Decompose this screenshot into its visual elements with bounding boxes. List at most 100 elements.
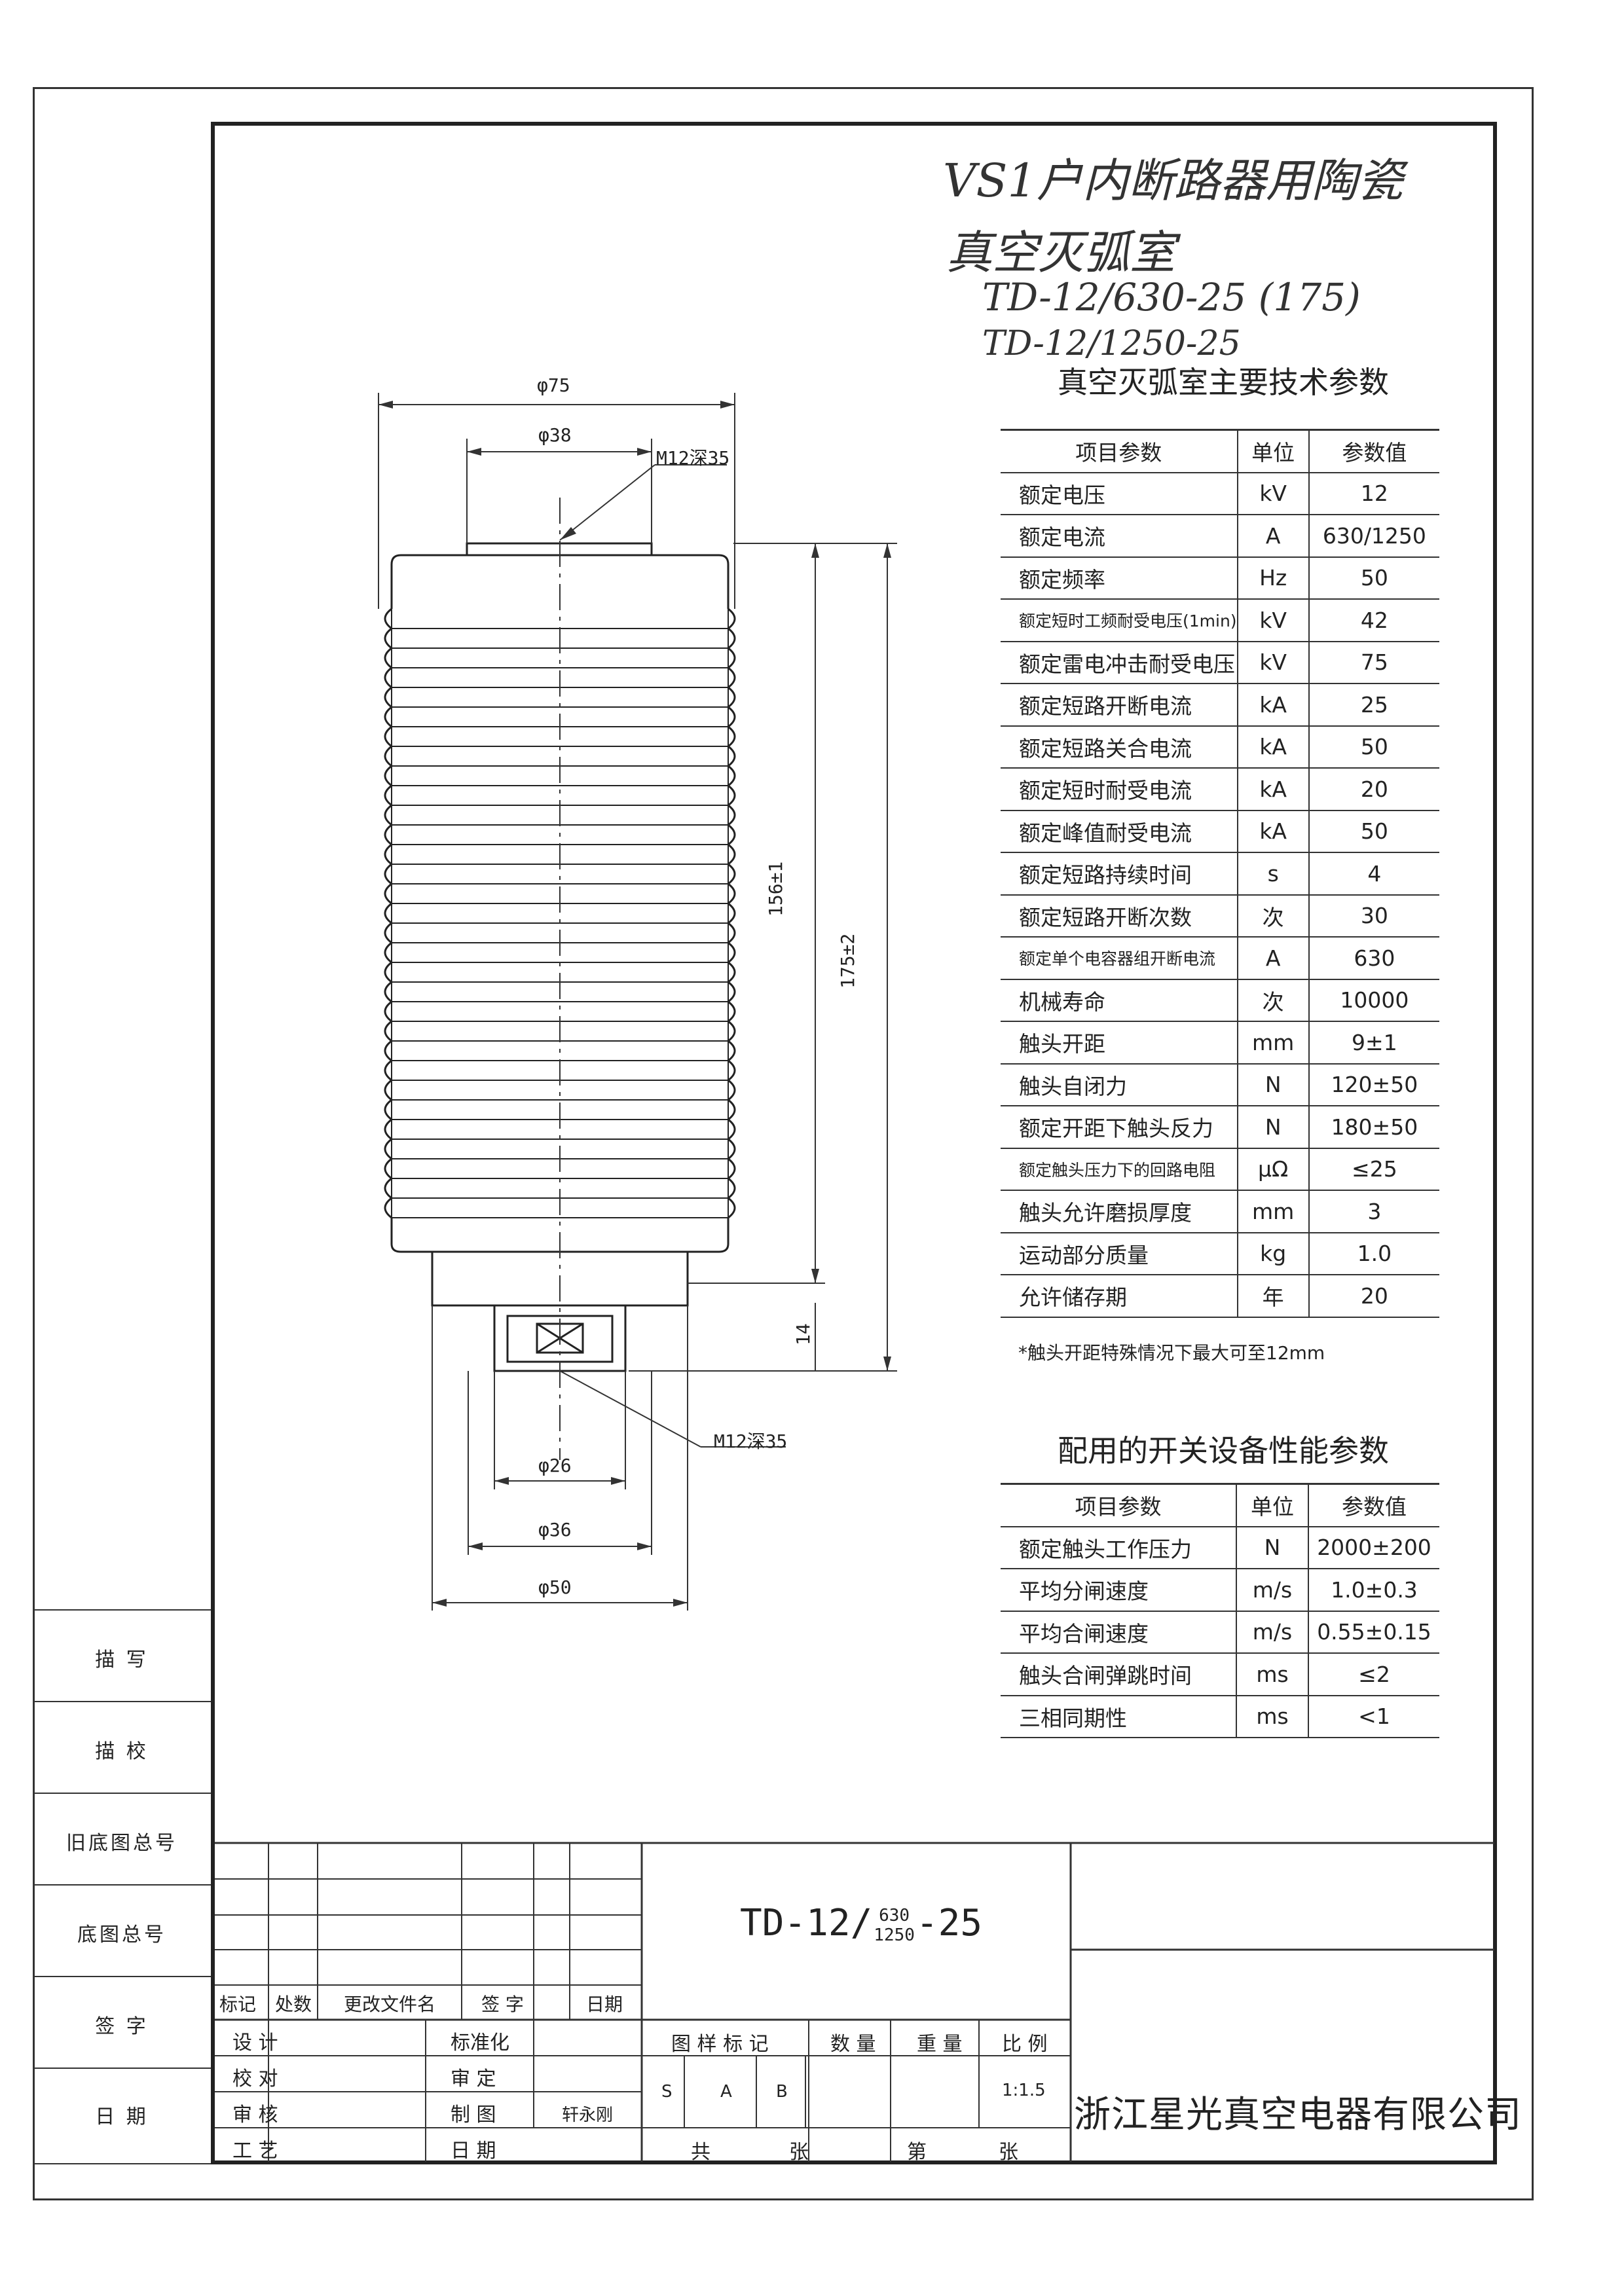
spec-cell-value: 75 bbox=[1308, 641, 1439, 684]
side-label-base-number: 底图总号 bbox=[77, 1923, 166, 1946]
spec-header-value: 参数值 bbox=[1308, 429, 1439, 473]
switch-cell-value: ≤2 bbox=[1308, 1653, 1439, 1696]
spec-cell-param: 运动部分质量 bbox=[1001, 1232, 1238, 1275]
body-left-profile bbox=[384, 608, 394, 1219]
stage-b: B bbox=[776, 2082, 788, 2102]
model-prefix: TD-12/ bbox=[740, 1902, 873, 1944]
label-audit: 审 核 bbox=[232, 2104, 278, 2126]
side-label-old-base-number: 旧底图总号 bbox=[66, 1832, 177, 1855]
spec-cell-value: 12 bbox=[1308, 472, 1439, 515]
label-check: 校 对 bbox=[232, 2068, 278, 2090]
side-label-signature: 签 字 bbox=[95, 2015, 149, 2038]
dim-phi50: φ50 bbox=[538, 1576, 572, 1598]
switch-header-param: 项目参数 bbox=[1001, 1483, 1236, 1527]
switch-cell-param: 平均分闸速度 bbox=[1001, 1569, 1236, 1612]
stage-header: 图 样 标 记 bbox=[671, 2033, 769, 2056]
label-drafting: 制 图 bbox=[451, 2104, 496, 2126]
switch-cell-unit: ms bbox=[1236, 1653, 1308, 1696]
spec-cell-value: 50 bbox=[1308, 556, 1439, 600]
switch-cell-unit: N bbox=[1236, 1526, 1308, 1569]
page-label: 第 bbox=[907, 2141, 927, 2164]
switch-cell-param: 额定触头工作压力 bbox=[1001, 1526, 1236, 1569]
spec-cell-value: 30 bbox=[1308, 894, 1439, 938]
stage-a: A bbox=[720, 2082, 732, 2102]
spec-cell-value: 180±50 bbox=[1308, 1106, 1439, 1149]
side-block-1: 描 写 bbox=[33, 1609, 211, 1701]
spec-cell-unit: kV bbox=[1236, 472, 1309, 515]
spec-cell-unit: 次 bbox=[1236, 894, 1309, 938]
handwritten-line-3: TD-12/630-25 (175) bbox=[982, 275, 1361, 319]
spec-cell-unit: kV bbox=[1236, 599, 1309, 642]
switch-cell-unit: ms bbox=[1236, 1695, 1308, 1738]
spec-cell-value: 20 bbox=[1308, 1275, 1439, 1318]
rev-header-file: 更改文件名 bbox=[344, 1994, 436, 2015]
side-block-2: 描 校 bbox=[33, 1701, 211, 1793]
spec-table-title: 真空灭弧室主要技术参数 bbox=[1058, 365, 1389, 400]
spec-cell-value: 4 bbox=[1308, 852, 1439, 896]
body-right-profile bbox=[726, 608, 736, 1219]
switch-cell-param: 触头合闸弹跳时间 bbox=[1001, 1653, 1236, 1696]
sheets-label-1: 张 bbox=[789, 2141, 809, 2164]
spec-cell-unit: kg bbox=[1236, 1232, 1309, 1275]
switch-cell-value: 0.55±0.15 bbox=[1308, 1611, 1439, 1654]
switch-cell-value: 1.0±0.3 bbox=[1308, 1569, 1439, 1612]
spec-cell-param: 额定频率 bbox=[1001, 556, 1238, 600]
spec-cell-value: 3 bbox=[1308, 1190, 1439, 1233]
label-standardize: 标准化 bbox=[451, 2032, 509, 2054]
spec-header-param: 项目参数 bbox=[1001, 429, 1238, 473]
spec-cell-param: 额定短时工频耐受电压(1min) bbox=[1001, 599, 1238, 642]
rev-header-date: 日期 bbox=[586, 1994, 623, 2015]
spec-cell-param: 额定短路开断次数 bbox=[1001, 894, 1238, 938]
spec-cell-unit: kA bbox=[1236, 725, 1309, 769]
spec-cell-unit: mm bbox=[1236, 1021, 1309, 1065]
handwritten-line-1: VS1户内断路器用陶瓷 bbox=[943, 154, 1404, 208]
handwritten-line-2: 真空灭弧室 bbox=[946, 226, 1175, 280]
spec-cell-value: 1.0 bbox=[1308, 1232, 1439, 1275]
spec-cell-unit: N bbox=[1236, 1106, 1309, 1149]
spec-cell-unit: Hz bbox=[1236, 556, 1309, 600]
spec-cell-unit: A bbox=[1236, 515, 1309, 558]
spec-cell-param: 额定峰值耐受电流 bbox=[1001, 810, 1238, 853]
outer-frame bbox=[33, 87, 1534, 2200]
stage-s: S bbox=[661, 2082, 673, 2102]
side-block-3: 旧底图总号 bbox=[33, 1793, 211, 1884]
spec-cell-value: 120±50 bbox=[1308, 1063, 1439, 1106]
rev-header-mark: 标记 bbox=[219, 1994, 257, 2015]
dim-phi38: φ38 bbox=[538, 424, 572, 446]
spec-cell-param: 额定短时耐受电流 bbox=[1001, 768, 1238, 811]
spec-cell-param: 额定电流 bbox=[1001, 515, 1238, 558]
spec-cell-unit: 年 bbox=[1236, 1275, 1309, 1318]
spec-cell-unit: kA bbox=[1236, 683, 1309, 727]
side-label-trace: 描 写 bbox=[95, 1649, 149, 1671]
label-approve: 审 定 bbox=[451, 2068, 496, 2090]
model-top: 630 bbox=[879, 1905, 910, 1925]
model-suffix: -25 bbox=[915, 1902, 983, 1944]
spec-cell-unit: N bbox=[1236, 1063, 1309, 1106]
dim-phi26: φ26 bbox=[538, 1455, 572, 1476]
spec-cell-param: 触头开距 bbox=[1001, 1021, 1238, 1065]
switch-header-row: 项目参数 单位 参数值 bbox=[1001, 1483, 1439, 1527]
spec-cell-value: 25 bbox=[1308, 683, 1439, 727]
spec-cell-param: 允许储存期 bbox=[1001, 1275, 1238, 1318]
sheets-label-2: 张 bbox=[999, 2141, 1018, 2164]
company-name: 浙江星光真空电器有限公司 bbox=[1074, 2094, 1522, 2136]
switch-table-title: 配用的开关设备性能参数 bbox=[1058, 1433, 1389, 1468]
model-bottom: 1250 bbox=[874, 1925, 915, 1945]
side-block-4: 底图总号 bbox=[33, 1884, 211, 1976]
spec-cell-value: 20 bbox=[1308, 768, 1439, 811]
